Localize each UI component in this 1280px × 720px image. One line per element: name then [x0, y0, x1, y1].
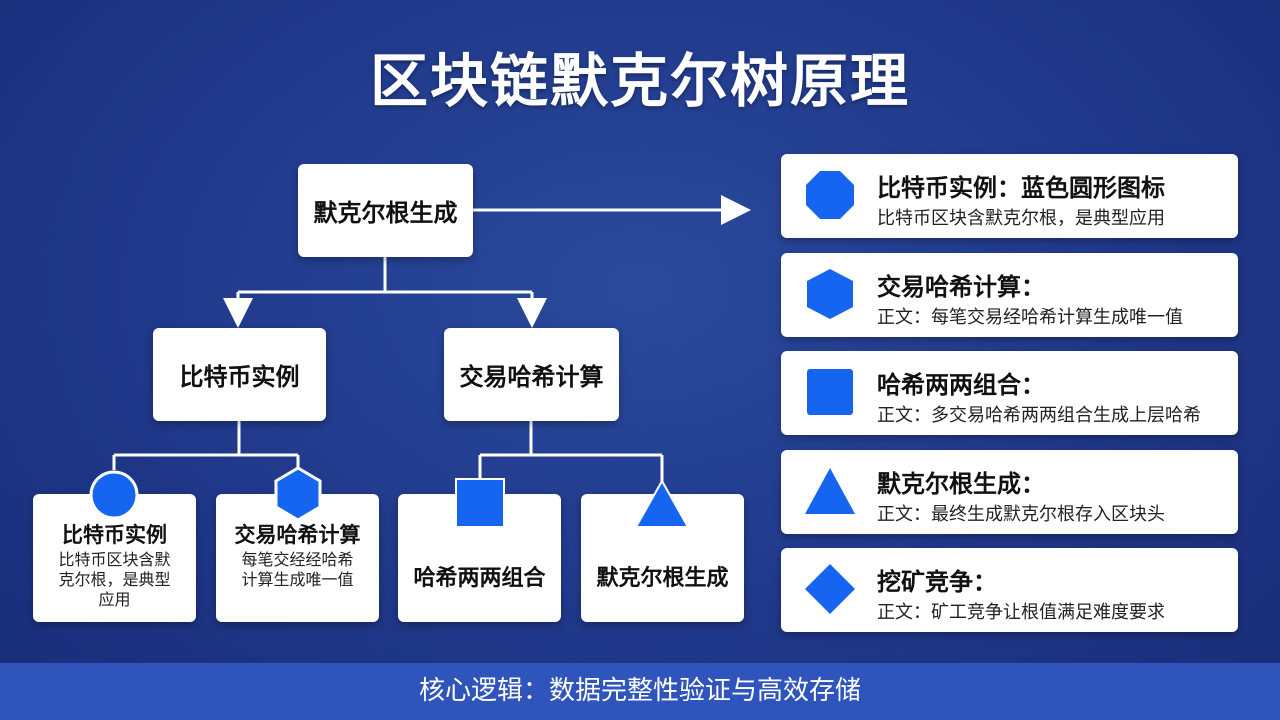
legend-item-hash-pairing: 哈希两两组合： 正文：多交易哈希两两组合生成上层哈希 — [781, 351, 1238, 435]
octagon-icon — [806, 171, 854, 219]
leaf-description: 比特币区块含默 克尔根，是典型 应用 — [50, 548, 178, 610]
leaf-bitcoin-example: 比特币实例 比特币区块含默 克尔根，是典型 应用 — [33, 494, 196, 622]
legend-title: 默克尔根生成： — [877, 470, 1045, 498]
leaf-title: 交易哈希计算 — [234, 523, 361, 547]
legend-title: 交易哈希计算： — [877, 273, 1045, 301]
leaf-desc-line: 每笔交经经哈希 — [241, 550, 354, 569]
leaf-desc-line: 比特币区块含默 — [58, 550, 171, 569]
legend-description: 比特币区块含默克尔根，是典型应用 — [877, 208, 1165, 229]
leaf-desc-line: 应用 — [98, 590, 131, 609]
legend-description: 正文：每笔交易经哈希计算生成唯一值 — [877, 307, 1183, 328]
leaf-title: 比特币实例 — [62, 523, 167, 547]
square-icon — [455, 478, 505, 528]
legend-item-mining: 挖矿竞争： 正文：矿工竞争让根值满足难度要求 — [781, 548, 1238, 632]
leaf-desc-line: 克尔根，是典型 — [58, 570, 171, 589]
circle-icon — [89, 470, 139, 520]
legend-title: 哈希两两组合： — [877, 371, 1045, 399]
page-title: 区块链默克尔树原理 — [369, 47, 910, 115]
legend-item-bitcoin: 比特币实例：蓝色圆形图标 比特币区块含默克尔根，是典型应用 — [781, 154, 1238, 238]
leaf-description: 每笔交经经哈希 计算生成唯一值 — [233, 548, 361, 590]
legend-description: 正文：多交易哈希两两组合生成上层哈希 — [877, 405, 1201, 426]
legend-item-transaction-hash: 交易哈希计算： 正文：每笔交易经哈希计算生成唯一值 — [781, 253, 1238, 337]
legend-item-merkle-root: 默克尔根生成： 正文：最终生成默克尔根存入区块头 — [781, 450, 1238, 534]
hexagon-icon — [807, 269, 853, 319]
square-icon — [807, 369, 853, 415]
node-bitcoin-example-label: 比特币实例 — [179, 363, 300, 391]
node-transaction-hash-label: 交易哈希计算 — [459, 363, 604, 391]
node-transaction-hash: 交易哈希计算 — [444, 328, 619, 421]
diamond-icon — [805, 564, 855, 614]
footer-text: 核心逻辑：数据完整性验证与高效存储 — [418, 676, 861, 706]
root-node: 默克尔根生成 — [298, 164, 473, 257]
legend-description: 正文：最终生成默克尔根存入区块头 — [877, 504, 1165, 525]
triangle-icon — [634, 478, 690, 528]
leaf-desc-line: 计算生成唯一值 — [241, 570, 354, 589]
node-bitcoin-example: 比特币实例 — [153, 328, 326, 421]
legend-title: 比特币实例：蓝色圆形图标 — [877, 174, 1165, 202]
hexagon-icon — [274, 466, 322, 522]
root-node-label: 默克尔根生成 — [313, 199, 458, 227]
footer-bar: 核心逻辑：数据完整性验证与高效存储 — [0, 663, 1280, 720]
leaf-title: 默克尔根生成 — [596, 566, 729, 591]
legend-title: 挖矿竞争： — [877, 568, 997, 596]
legend-description: 正文：矿工竞争让根值满足难度要求 — [877, 602, 1165, 623]
leaf-title: 哈希两两组合 — [413, 566, 546, 591]
triangle-icon — [805, 468, 855, 514]
